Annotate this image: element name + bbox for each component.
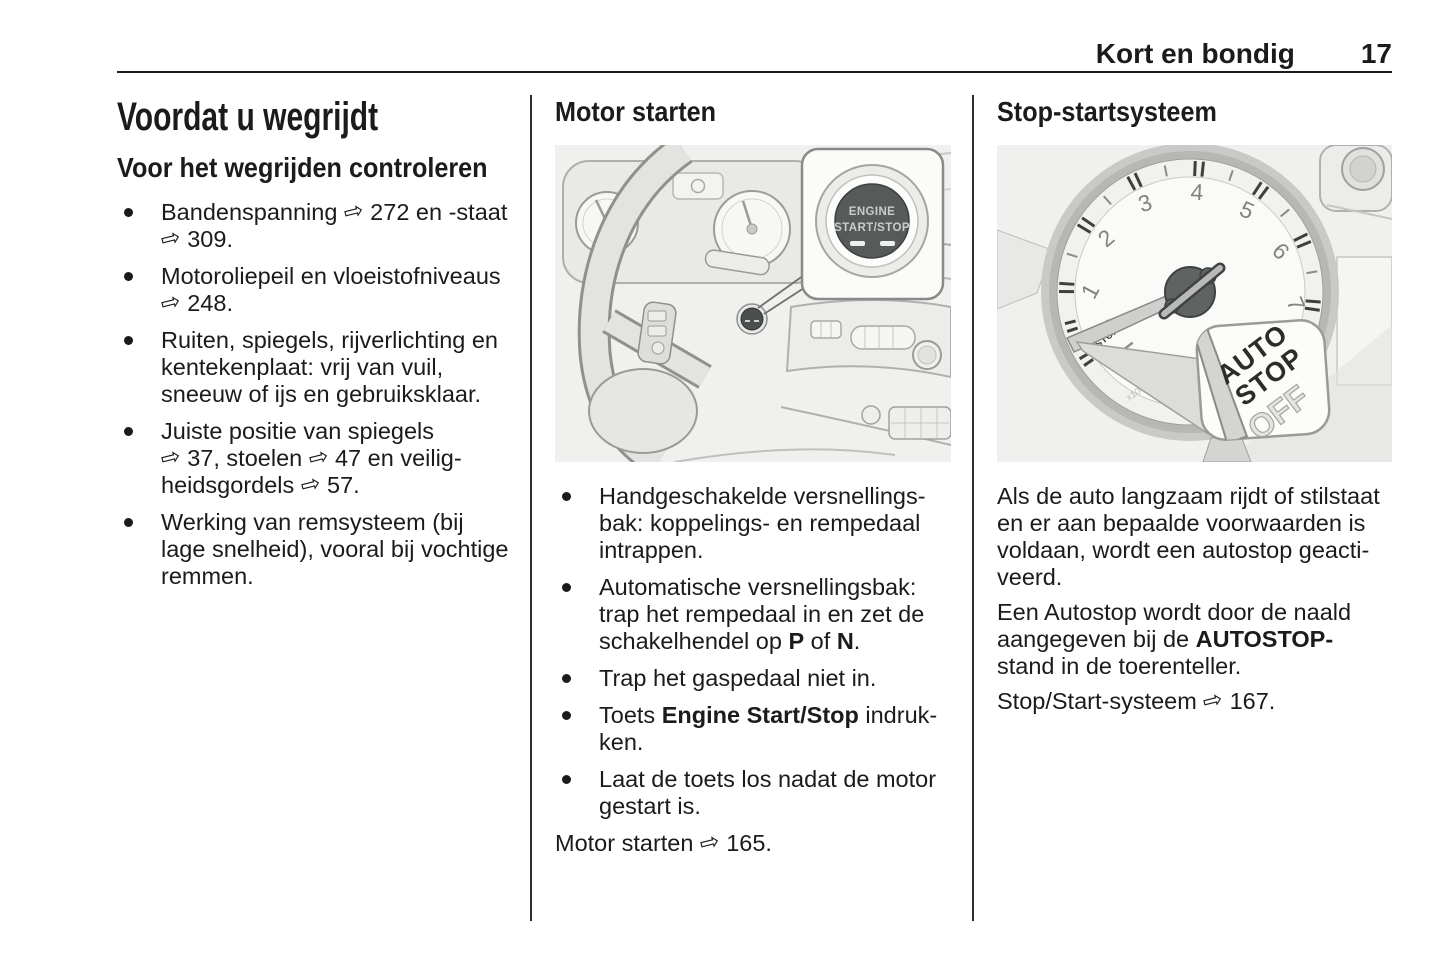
list-item: Automatische versnellingsbak: trap het r… [555,574,951,655]
list-item-text: Automatische versnellingsbak: trap het r… [599,574,925,654]
list-item: Ruiten, spiegels, rijverlichting en kent… [117,327,514,408]
pre-drive-checklist: Bandenspanning ⇨ 272 en -staat ⇨ 309. Mo… [117,196,514,590]
dashboard-start-button-illustration: ENGINE START/STOP [555,145,951,462]
bullet-marker [124,208,133,217]
list-item: Motoroliepeil en vloeistofniveaus ⇨ 248. [117,263,514,317]
needle-hub [1158,262,1226,320]
list-item-text: Bandenspanning ⇨ 272 en -staat ⇨ 309. [157,196,508,254]
bullet-marker [562,583,571,592]
bullet-marker [124,336,133,345]
header-rule [117,71,1392,73]
list-item-text: Juiste positie van spiegels ⇨ 37, stoele… [157,418,462,500]
tachometer-ticks [1058,161,1321,367]
cross-reference: Motor starten ⇨ 165. [555,827,772,858]
list-item-text: Trap het gaspedaal niet in. [599,665,877,691]
list-item: Laat de toets los nadat de motor gestart… [555,766,951,820]
list-item: Werking van remsysteem (bij lage snelhei… [117,509,514,590]
svg-text:4: 4 [1190,179,1204,206]
paragraph: Een Autostop wordt door de naald aangege… [997,599,1352,679]
engine-start-stop-button-small [736,303,768,335]
column-stop-start: Stop-startsysteem [997,95,1392,723]
list-item-text: Laat de toets los nadat de motor gestart… [599,766,937,819]
steering-wheel [577,145,712,462]
list-item-text: Handgeschakelde versnellings- bak: koppe… [599,483,926,563]
engine-button-label: START/STOP [834,222,910,234]
list-item: Juiste positie van spiegels ⇨ 37, stoele… [117,418,514,499]
list-item-text: Motoroliepeil en vloeistofniveaus ⇨ 248. [157,263,501,318]
column-separator [972,95,974,921]
column-motor-starten: Motor starten [555,95,951,857]
tachometer-autostop-illustration: 1 2 3 4 5 6 7 AUTO STOP OFF x1000/m [997,145,1392,462]
bullet-marker [562,711,571,720]
list-item: Toets Engine Start/Stop indruk- ken. [555,702,951,756]
engine-start-stop-callout: ENGINE START/STOP [800,147,945,301]
column-separator [530,95,532,921]
bullet-marker [562,775,571,784]
list-item-text: Toets Engine Start/Stop indruk- ken. [599,702,938,755]
list-item: Trap het gaspedaal niet in. [555,665,951,692]
control-stalk [704,249,770,276]
page-header: Kort en bondig 17 [1096,38,1392,70]
list-item: Bandenspanning ⇨ 272 en -staat ⇨ 309. [117,196,514,254]
column-before-driving: Voordat u wegrijdt Voor het wegrijden co… [117,95,514,600]
list-item-text: Werking van remsysteem (bij lage snelhei… [161,509,509,589]
lower-console [674,405,951,462]
center-vents [785,299,951,379]
list-item: Handgeschakelde versnellings- bak: koppe… [555,483,951,564]
section-title: Voordat u wegrijdt [117,95,379,139]
engine-button-label: ENGINE [849,206,896,218]
header-title: Kort en bondig [1095,38,1295,69]
bullet-marker [562,674,571,683]
paragraph: Als de auto langzaam rijdt of stilstaat … [997,483,1380,590]
autostop-callout: AUTO STOP OFF [1195,319,1331,442]
column-title: Stop-startsysteem [997,96,1217,127]
bullet-marker [124,518,133,527]
cross-reference: Stop/Start-systeem ⇨ 167. [997,685,1276,716]
column-title: Motor starten [555,96,717,127]
bullet-marker [124,427,133,436]
page-number: 17 [1360,38,1392,69]
start-procedure-list: Handgeschakelde versnellings- bak: koppe… [555,483,951,820]
bullet-marker [124,272,133,281]
subsection-title: Voor het wegrijden controleren [117,152,488,183]
list-item-text: Ruiten, spiegels, rijverlichting en kent… [161,327,498,407]
bullet-marker [562,492,571,501]
